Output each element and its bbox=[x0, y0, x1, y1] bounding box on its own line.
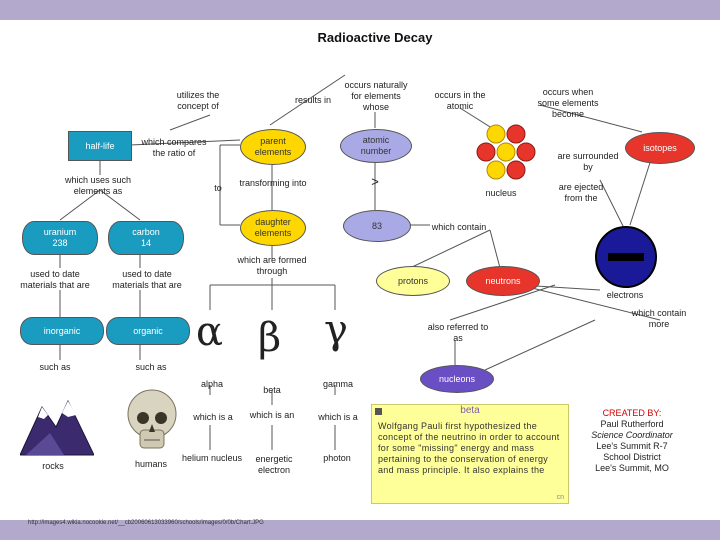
node-nucleons[interactable]: nucleons bbox=[420, 365, 494, 393]
label-gamma: gamma bbox=[322, 379, 353, 389]
alpha-symbol: α bbox=[196, 309, 224, 355]
label-rocks: rocks bbox=[42, 461, 64, 471]
label-energetic: energetic electron bbox=[255, 454, 293, 475]
label-to: to bbox=[214, 183, 222, 193]
label-electrons: electrons bbox=[606, 290, 644, 300]
label-which-contain-more: which contain more bbox=[631, 308, 687, 329]
node-uranium[interactable]: uranium 238 bbox=[22, 221, 98, 255]
label-also-referred: also referred to as bbox=[427, 322, 489, 343]
label-occurs-when: occurs when some elements become bbox=[537, 87, 599, 119]
note-icon bbox=[375, 408, 382, 415]
node-neutrons[interactable]: neutrons bbox=[466, 266, 540, 296]
label-gt: > bbox=[371, 174, 379, 189]
credit-district: Lee's Summit R-7 School District bbox=[596, 441, 668, 462]
node-inorganic[interactable]: inorganic bbox=[20, 317, 104, 345]
label-which-uses: which uses such elements as bbox=[64, 175, 132, 196]
label-which-is-a-1: which is a bbox=[193, 412, 233, 422]
label-photon: photon bbox=[323, 453, 351, 463]
node-half-life[interactable]: half-life bbox=[68, 131, 132, 161]
label-beta: beta bbox=[263, 385, 281, 395]
node-daughter-elements[interactable]: daughter elements bbox=[240, 210, 306, 246]
label-alpha: alpha bbox=[200, 379, 224, 389]
label-which-is-a-2: which is a bbox=[318, 412, 358, 422]
label-nucleus: nucleus bbox=[485, 188, 517, 198]
skull-icon bbox=[127, 389, 177, 449]
label-are-surrounded: are surrounded by bbox=[557, 151, 619, 172]
node-carbon[interactable]: carbon 14 bbox=[108, 221, 184, 255]
note-heading: beta bbox=[460, 405, 480, 416]
connector-lines bbox=[59, 74, 661, 450]
label-which-compares: which compares the ratio of bbox=[141, 137, 207, 158]
top-frame-band bbox=[0, 0, 720, 20]
page-title: Radioactive Decay bbox=[317, 30, 433, 45]
node-parent-elements[interactable]: parent elements bbox=[240, 129, 306, 165]
beta-symbol: β bbox=[258, 315, 282, 361]
label-utilizes: utilizes the concept of bbox=[176, 90, 220, 111]
credit-city: Lee's Summit, MO bbox=[595, 463, 669, 473]
label-used-date-1: used to date materials that are bbox=[20, 269, 90, 290]
node-atomic-number[interactable]: atomic number bbox=[340, 129, 412, 163]
note-corner-mark: cn bbox=[556, 494, 564, 501]
beta-note: beta Wolfgang Pauli first hypothesized t… bbox=[371, 404, 569, 504]
label-such-as-1: such as bbox=[39, 362, 71, 372]
label-transforming: transforming into bbox=[239, 178, 307, 188]
node-organic[interactable]: organic bbox=[106, 317, 190, 345]
bottom-frame-band bbox=[0, 520, 720, 540]
source-url: http://images4.wikia.nocookie.net/__cb20… bbox=[28, 520, 264, 526]
mountain-icon bbox=[20, 393, 94, 457]
label-occurs-atomic: occurs in the atomic bbox=[434, 90, 486, 111]
label-used-date-2: used to date materials that are bbox=[112, 269, 182, 290]
label-humans: humans bbox=[134, 459, 168, 469]
label-which-is-an: which is an bbox=[249, 410, 295, 420]
nucleus-icon bbox=[476, 124, 536, 180]
node-83[interactable]: 83 bbox=[343, 210, 411, 242]
credit-block: CREATED BY: Paul Rutherford Science Coor… bbox=[578, 408, 686, 474]
note-text: Wolfgang Pauli first hypothesized the co… bbox=[378, 421, 560, 475]
credit-name: Paul Rutherford bbox=[600, 419, 664, 429]
label-occurs-naturally: occurs naturally for elements whose bbox=[344, 80, 408, 112]
credit-role: Science Coordinator bbox=[591, 430, 673, 440]
label-are-ejected: are ejected from the bbox=[558, 182, 604, 203]
node-protons[interactable]: protons bbox=[376, 266, 450, 296]
electron-icon bbox=[595, 226, 657, 288]
label-helium: helium nucleus bbox=[181, 453, 243, 463]
node-isotopes[interactable]: isotopes bbox=[625, 132, 695, 164]
label-such-as-2: such as bbox=[135, 362, 167, 372]
label-which-contain: which contain bbox=[431, 222, 487, 232]
label-results-in: results in bbox=[294, 95, 331, 105]
gamma-symbol: γ bbox=[324, 307, 348, 353]
label-which-formed: which are formed through bbox=[237, 255, 307, 276]
credit-heading: CREATED BY: bbox=[602, 408, 662, 418]
concept-map: Radioactive Decay utilizes the concept o… bbox=[0, 20, 720, 526]
